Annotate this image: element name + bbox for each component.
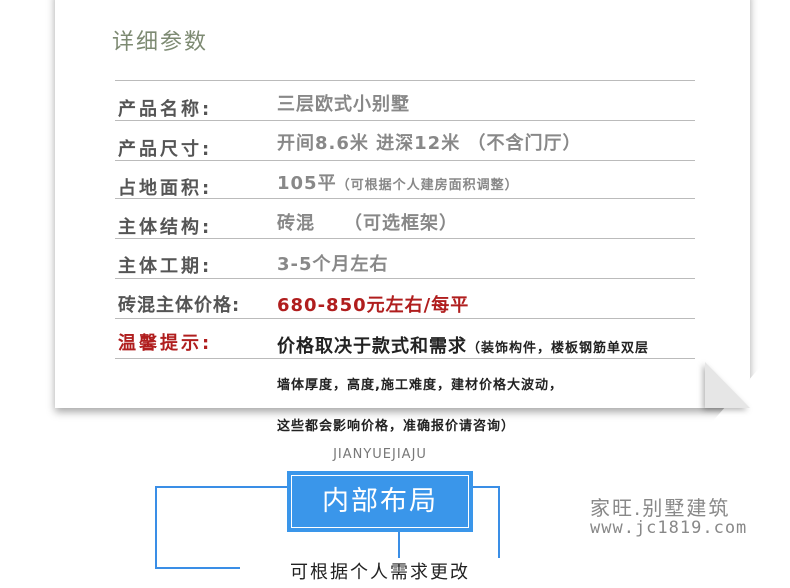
row-value: 3-5个月左右 <box>277 254 389 275</box>
row-value: 砖混 （可选框架） <box>277 213 458 234</box>
divider <box>115 278 695 279</box>
english-caption: JIANYUEJIAJU <box>333 447 427 462</box>
details-card <box>55 0 750 408</box>
row-value: 开间8.6米 进深12米 （不含门厅） <box>277 133 582 154</box>
divider <box>115 318 695 319</box>
area-value: 105平 <box>277 173 337 194</box>
divider <box>115 238 695 239</box>
layout-subtitle: 可根据个人需求更改 <box>240 558 520 584</box>
row-label: 产品名称: <box>118 99 213 120</box>
tip-main: 价格取决于款式和需求（装饰构件，楼板钢筋单双层 <box>277 332 649 358</box>
divider <box>115 198 695 199</box>
row-value: 105平（可根据个人建房面积调整） <box>277 169 519 195</box>
tip-line1: （装饰构件，楼板钢筋单双层 <box>467 341 650 356</box>
row-label: 占地面积: <box>118 178 213 199</box>
folded-corner <box>705 362 750 408</box>
row-label: 主体结构: <box>118 217 213 238</box>
tip-label: 温馨提示: <box>118 333 213 354</box>
watermark-name: 家旺.别墅建筑 <box>590 496 731 520</box>
tip-line3: 这些都会影响价格，准确报价请咨询） <box>277 419 516 434</box>
divider <box>115 80 695 81</box>
row-label: 主体工期: <box>118 256 213 277</box>
row-label: 产品尺寸: <box>118 139 213 160</box>
row-label: 砖混主体价格: <box>118 295 241 316</box>
row-value: 三层欧式小别墅 <box>277 94 410 115</box>
tip-line2: 墙体厚度，高度,施工难度，建材价格大波动， <box>277 378 563 393</box>
tip-main-text: 价格取决于款式和需求 <box>277 336 467 357</box>
divider <box>115 160 695 161</box>
price-value: 680-850元左右/每平 <box>277 295 470 316</box>
section-title: 详细参数 <box>112 30 209 55</box>
area-note: （可根据个人建房面积调整） <box>336 178 519 193</box>
watermark-url: www.jc1819.com <box>590 518 748 538</box>
divider <box>115 358 695 359</box>
layout-title-button: 内部布局 <box>287 471 473 532</box>
divider <box>115 120 695 121</box>
layout-title: 内部布局 <box>291 475 469 528</box>
